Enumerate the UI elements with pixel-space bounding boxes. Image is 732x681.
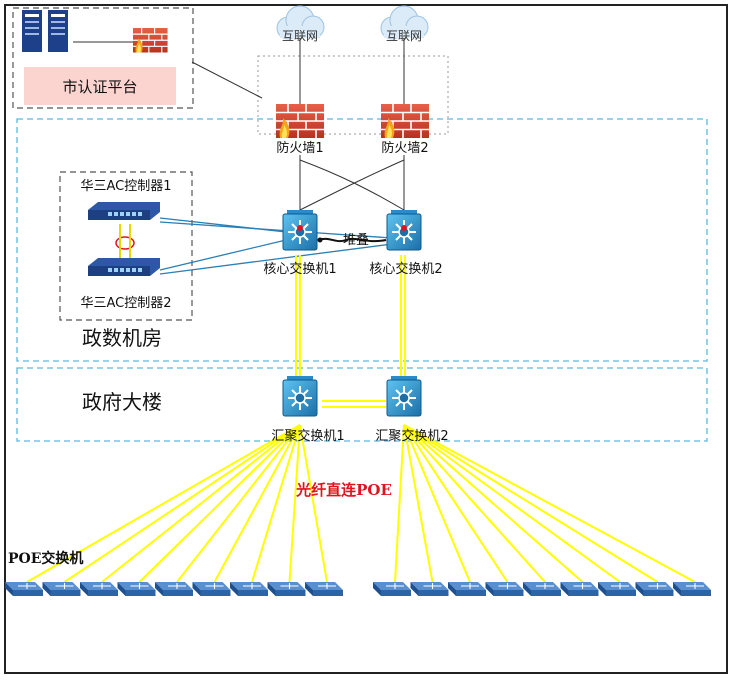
internet-label-2: 互联网 xyxy=(386,29,422,43)
agg-label-2: 汇聚交换机2 xyxy=(375,428,448,444)
poe-switch-icon xyxy=(4,581,44,597)
poe-switch-icon xyxy=(41,581,82,597)
ac-controller-icon-1 xyxy=(88,202,160,220)
poe-switch-icon xyxy=(304,581,344,597)
poe-switch-icon xyxy=(409,581,450,597)
fiber-link-right-5 xyxy=(403,424,546,583)
ac-label-1: 华三AC控制器1 xyxy=(80,179,171,194)
poe-switch-icon xyxy=(484,581,525,597)
ac-stack-ring xyxy=(115,236,135,250)
ac-label-2: 华三AC控制器2 xyxy=(80,296,171,311)
core-alarm-dot-2 xyxy=(401,225,407,231)
fiber-link-left-5 xyxy=(176,424,301,583)
auth-platform-label-bg xyxy=(24,67,176,105)
fiber-link-right-2 xyxy=(403,424,434,583)
poe-switch-icon xyxy=(672,581,712,597)
building-zone xyxy=(16,367,708,442)
fiber-link-left-4 xyxy=(138,424,301,583)
server-icon xyxy=(22,10,68,52)
fiber-link-right-3 xyxy=(403,424,471,583)
agg-switch-icon-1 xyxy=(282,375,318,417)
poe-switch-icon xyxy=(559,581,600,597)
stack-label: 堆叠 xyxy=(343,233,369,248)
ac-controller-icon-2 xyxy=(88,258,160,276)
firewall-label-1: 防火墙1 xyxy=(276,140,323,156)
fiber-lines xyxy=(26,255,696,583)
core-label-2: 核心交换机2 xyxy=(369,261,442,277)
fiber-link-left-8 xyxy=(288,424,301,583)
ac-stack-link xyxy=(119,224,131,262)
poe-switch-icon xyxy=(597,581,637,597)
fiber-link-left-1 xyxy=(26,424,301,583)
firewall-group-box xyxy=(257,55,449,135)
fiber-link-left-3 xyxy=(101,424,301,583)
poe-switch-icon xyxy=(447,581,487,597)
fiber-link-right-4 xyxy=(403,424,509,583)
fiber-link-right-1 xyxy=(394,424,405,583)
poe-switch-icon xyxy=(266,581,307,597)
zone-label-building: 政府大楼 xyxy=(82,390,162,414)
poe-switch-label: POE交换机 xyxy=(8,550,83,567)
ac-links xyxy=(159,217,393,275)
fiber-link-right-7 xyxy=(403,424,621,583)
core-label-1: 核心交换机1 xyxy=(263,261,336,277)
poe-switch-icon xyxy=(372,581,412,597)
fiber-link-left-9 xyxy=(299,424,328,583)
internet-label-1: 互联网 xyxy=(282,29,318,43)
firewall-label-2: 防火墙2 xyxy=(381,140,428,156)
fiber-link-right-6 xyxy=(403,424,584,583)
poe-switch-icon xyxy=(191,581,232,597)
auth-firewall-icon xyxy=(132,27,169,54)
diagram-frame xyxy=(4,4,728,674)
fiber-link-left-6 xyxy=(213,424,301,583)
poe-switch-icon xyxy=(154,581,194,597)
fiber-link-right-8 xyxy=(403,424,659,583)
fiber-link-left-7 xyxy=(251,424,301,583)
ac-controller-box xyxy=(59,171,193,321)
agg-label-1: 汇聚交换机1 xyxy=(271,428,344,444)
firewall-icon-2 xyxy=(380,103,430,139)
poe-switch-group xyxy=(4,581,712,597)
poe-switch-icon xyxy=(634,581,675,597)
auth-platform-box xyxy=(12,7,194,109)
poe-switch-icon xyxy=(79,581,119,597)
agg-switch-icon-2 xyxy=(386,375,422,417)
auth-platform-label: 市认证平台 xyxy=(62,78,137,96)
fiber-link-left-2 xyxy=(63,424,301,583)
poe-switch-icon xyxy=(229,581,269,597)
zone-label-datacenter: 政数机房 xyxy=(82,326,162,350)
fiber-link-right-9 xyxy=(403,424,696,583)
poe-switch-icon xyxy=(116,581,157,597)
stack-link xyxy=(317,237,387,243)
fiber-poe-label: 光纤直连POE xyxy=(295,481,392,499)
poe-switch-icon xyxy=(522,581,562,597)
datacenter-zone xyxy=(16,118,708,362)
firewall-icon-1 xyxy=(275,103,325,139)
uplink-lines xyxy=(73,30,405,211)
core-alarm-dot-1 xyxy=(297,225,303,231)
